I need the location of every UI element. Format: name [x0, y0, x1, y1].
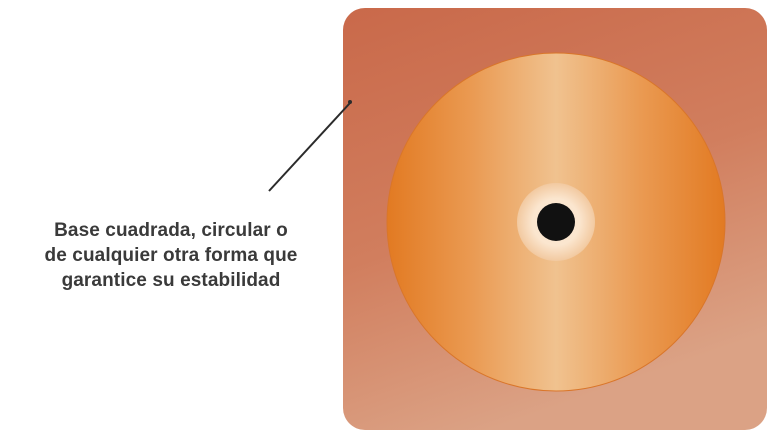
- caption-line-2: de cualquier otra forma que: [44, 245, 298, 266]
- center-hole: [537, 203, 575, 241]
- base-caption: Base cuadrada, circular o de cualquier o…: [12, 218, 330, 293]
- caption-line-1: Base cuadrada, circular o: [54, 220, 288, 241]
- caption-line-3: garantice su estabilidad: [61, 270, 281, 291]
- pointer-dot: [348, 100, 352, 104]
- pointer-line: [268, 102, 351, 192]
